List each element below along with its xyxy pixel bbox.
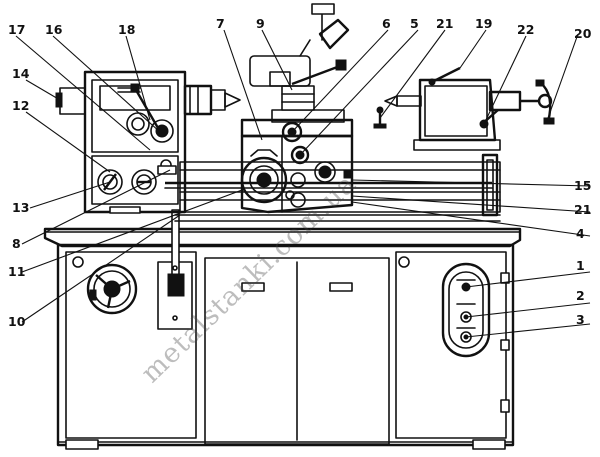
callout-21-top: 21 <box>436 16 453 31</box>
callout-5: 5 <box>410 16 419 31</box>
tailstock <box>384 66 555 151</box>
callout-21-right: 21 <box>574 202 591 217</box>
callout-10: 10 <box>8 314 26 329</box>
leader-lines <box>15 29 591 338</box>
chip-tray <box>43 227 522 248</box>
electrical-panel <box>441 262 491 358</box>
callout-20: 20 <box>574 26 592 41</box>
callout-4: 4 <box>576 226 585 241</box>
callout-18: 18 <box>118 22 135 37</box>
callout-3: 3 <box>576 312 585 327</box>
callout-7: 7 <box>216 16 225 31</box>
callout-15: 15 <box>574 178 591 193</box>
callout-16: 16 <box>45 22 63 37</box>
callout-6: 6 <box>382 16 391 31</box>
handwheel-10 <box>86 263 138 315</box>
control-plate <box>157 209 193 330</box>
callout-22: 22 <box>517 22 534 37</box>
callout-17: 17 <box>8 22 25 37</box>
callout-2: 2 <box>576 288 585 303</box>
callout-19: 19 <box>475 16 492 31</box>
work-lamp <box>249 3 350 87</box>
thread-dial <box>373 106 387 129</box>
carriage <box>240 59 354 214</box>
callout-14: 14 <box>12 66 30 81</box>
callout-numbers: 17 16 18 7 9 6 5 21 19 22 20 14 12 13 8 … <box>8 16 592 329</box>
callout-1: 1 <box>576 258 585 273</box>
callout-11: 11 <box>8 264 25 279</box>
callout-8: 8 <box>12 236 21 251</box>
callout-13: 13 <box>12 200 29 215</box>
callout-12: 12 <box>12 98 29 113</box>
callout-9: 9 <box>256 16 265 31</box>
